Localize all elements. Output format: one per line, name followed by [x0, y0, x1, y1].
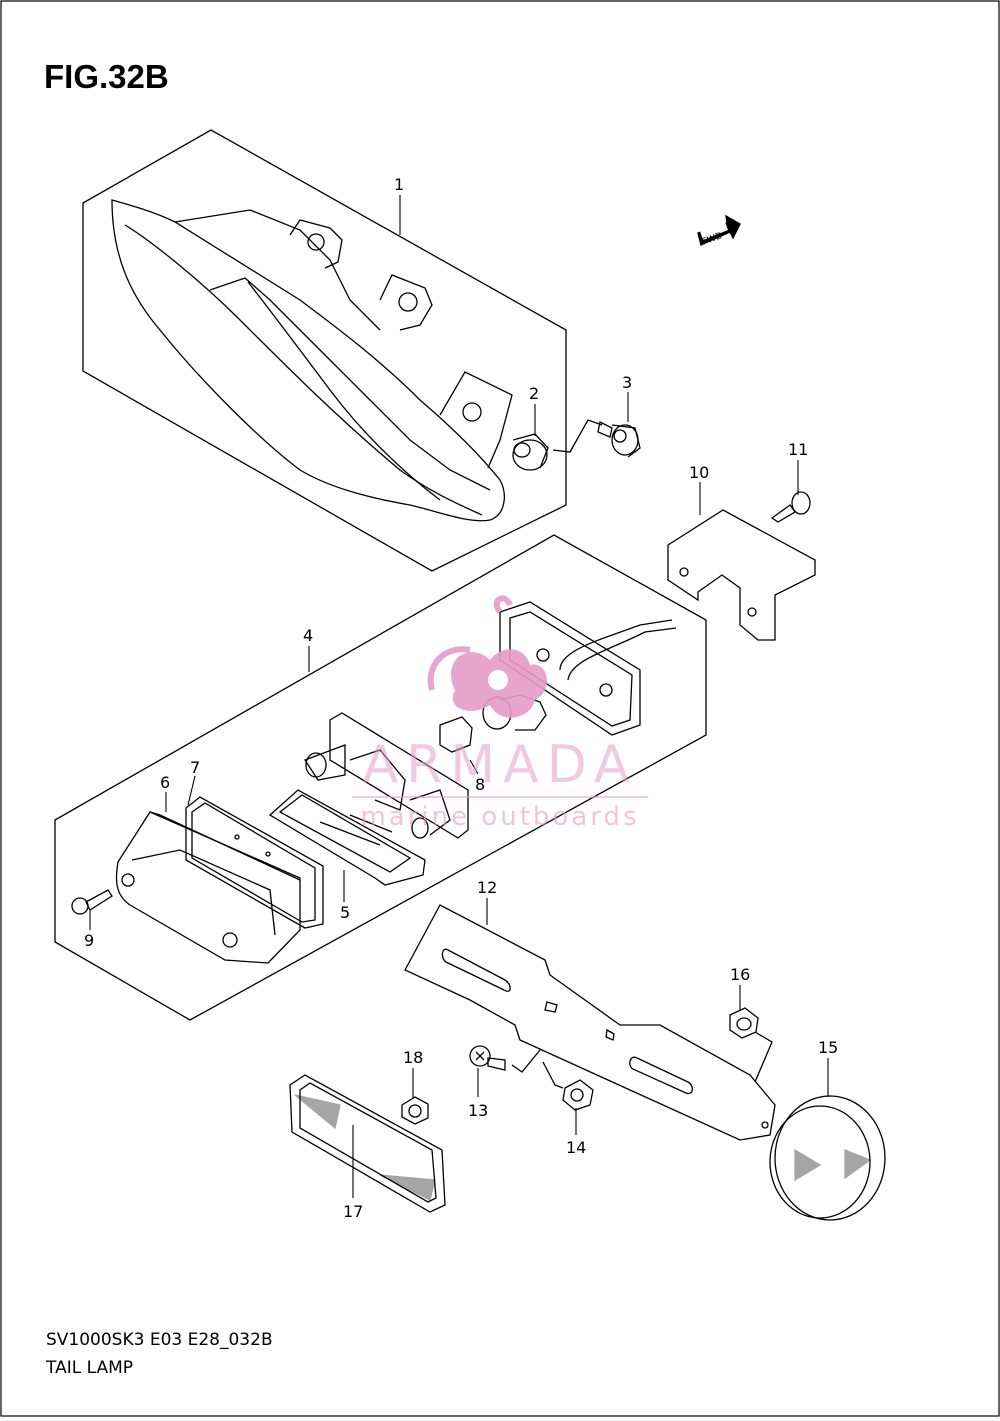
figure-title: FIG.32B [44, 58, 169, 95]
nut-16 [729, 1007, 759, 1039]
part-number-15: 15 [818, 1038, 838, 1057]
lens [268, 789, 426, 886]
part-number-5: 5 [340, 903, 350, 922]
grommet [512, 433, 549, 471]
fwd-arrow: FWD [697, 214, 741, 248]
part-number-12: 12 [477, 878, 497, 897]
part-number-9: 9 [84, 931, 94, 950]
connector-line-14 [542, 1061, 564, 1089]
bolt-13 [469, 1045, 506, 1071]
watermark: ARMADA marine outboards [352, 595, 648, 832]
connector-line [552, 419, 603, 453]
part-number-6: 6 [160, 773, 170, 792]
part-number-17: 17 [343, 1202, 363, 1221]
part-number-8: 8 [475, 775, 485, 794]
tail-lamp-housing [111, 199, 513, 522]
group-box-4 [54, 534, 707, 1021]
nut-18 [401, 1096, 429, 1125]
part-numbers: 1 2 3 4 5 6 7 8 9 10 11 12 13 14 15 16 1… [84, 175, 838, 1221]
bolt [597, 421, 641, 458]
part-number-7: 7 [190, 758, 200, 777]
part-number-1: 1 [394, 175, 404, 194]
part-number-14: 14 [566, 1138, 586, 1157]
part-number-16: 16 [730, 965, 750, 984]
watermark-logo [427, 595, 548, 718]
round-reflector [769, 1095, 886, 1221]
part-number-13: 13 [468, 1101, 488, 1120]
part-number-10: 10 [689, 463, 709, 482]
bulb [439, 716, 473, 753]
screw-9 [71, 889, 113, 915]
part-number-18: 18 [403, 1048, 423, 1067]
watermark-brand: ARMADA [363, 735, 638, 795]
connector-line-13 [511, 1049, 541, 1073]
rect-reflector [289, 1074, 446, 1213]
connector-line-16 [754, 1031, 773, 1083]
reflector-bracket [404, 904, 776, 1141]
part-number-2: 2 [529, 384, 539, 403]
figure-code: SV1000SK3 E03 E28_032B [46, 1330, 273, 1350]
lamp-holder [304, 712, 469, 839]
group-box-1 [82, 129, 567, 572]
nut-14 [562, 1079, 594, 1111]
leader-lines [89, 195, 829, 1198]
gasket [185, 796, 324, 929]
figure-name: TAIL LAMP [46, 1358, 133, 1378]
bracket [667, 509, 816, 641]
part-number-11: 11 [788, 440, 808, 459]
lamp-cover [115, 811, 301, 964]
watermark-tagline: marine outboards [360, 802, 639, 832]
screw [770, 491, 811, 523]
part-number-3: 3 [622, 373, 632, 392]
part-number-4: 4 [303, 626, 313, 645]
